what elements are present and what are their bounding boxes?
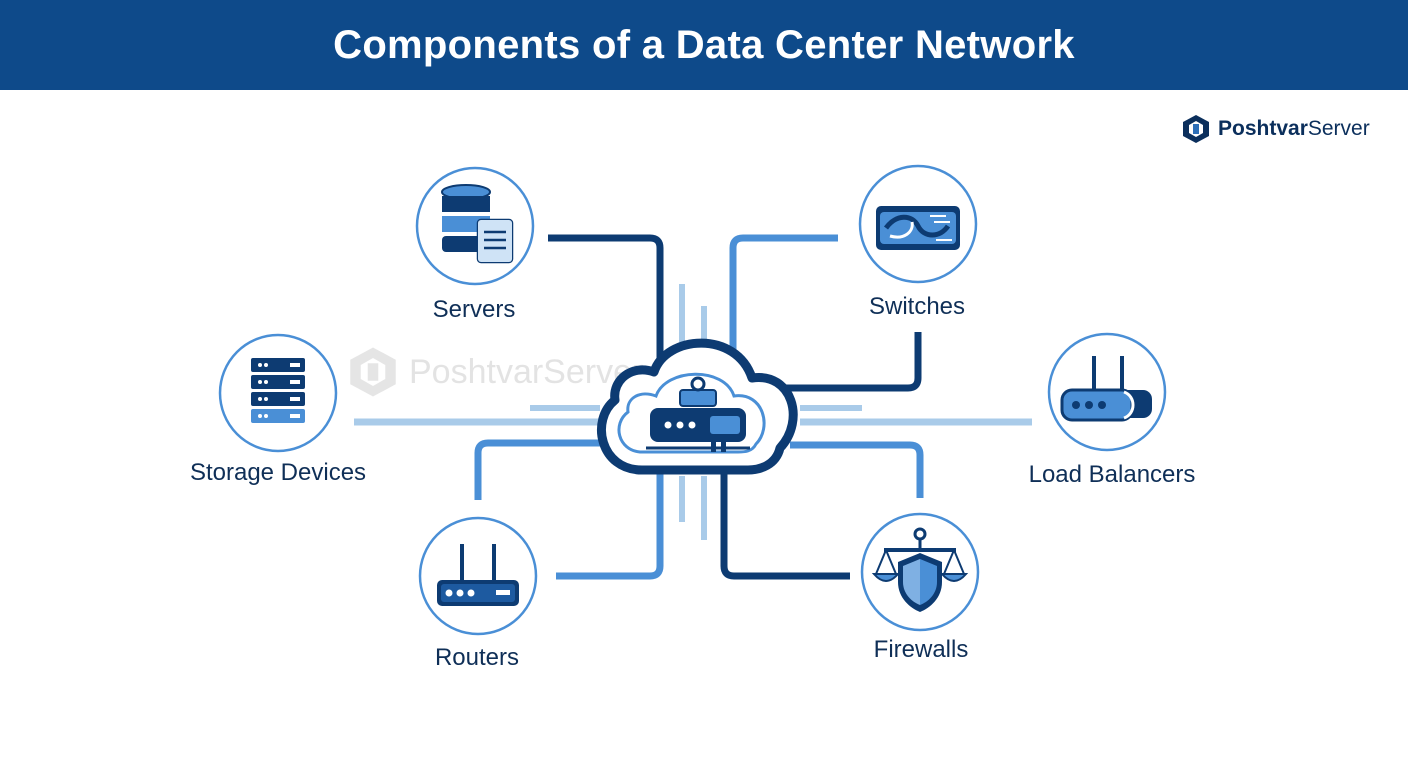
title-bar: Components of a Data Center Network <box>0 0 1408 90</box>
label-storage-devices: Storage Devices <box>189 459 367 486</box>
brand-prefix: Poshtvar <box>1218 117 1308 140</box>
label-routers: Routers <box>434 644 520 671</box>
connector-routers <box>556 470 664 580</box>
connector-switches <box>729 234 838 356</box>
connector-servers <box>548 234 664 388</box>
brand-logo: PoshtvarServer <box>1180 112 1370 146</box>
database-server-icon <box>441 184 514 264</box>
connector-switches-inner <box>778 332 922 392</box>
label-load-balancers: Load Balancers <box>1028 461 1196 488</box>
connector-routers-top <box>474 439 606 500</box>
node-firewalls <box>860 512 980 632</box>
page-title: Components of a Data Center Network <box>333 22 1075 67</box>
node-storage <box>218 333 338 453</box>
node-load-balancers <box>1047 332 1167 452</box>
hub-cloud <box>597 338 798 475</box>
watermark: PoshtvarServer <box>345 342 643 402</box>
storage-rack-icon <box>251 358 305 423</box>
poshtvar-logo-icon <box>1183 115 1209 143</box>
connector-firewalls <box>720 470 850 580</box>
connector-lines <box>354 234 1032 580</box>
watermark-text: PoshtvarServer <box>409 352 644 391</box>
node-routers-ring <box>418 516 538 636</box>
node-routers <box>418 516 538 636</box>
label-servers: Servers <box>432 296 516 323</box>
load-balancer-icon <box>1060 356 1152 422</box>
label-switches: Switches <box>868 293 966 320</box>
brand-name: PoshtvarServer <box>1218 117 1370 141</box>
router-icon <box>437 544 519 606</box>
node-switches <box>858 164 978 284</box>
network-switch-icon <box>876 206 960 250</box>
brand-suffix: Server <box>1307 117 1370 140</box>
node-servers <box>415 166 535 286</box>
connector-firewalls-top <box>790 441 924 498</box>
watermark-logo-icon <box>350 347 396 397</box>
label-firewalls: Firewalls <box>873 636 969 663</box>
firewall-shield-icon <box>871 527 969 612</box>
